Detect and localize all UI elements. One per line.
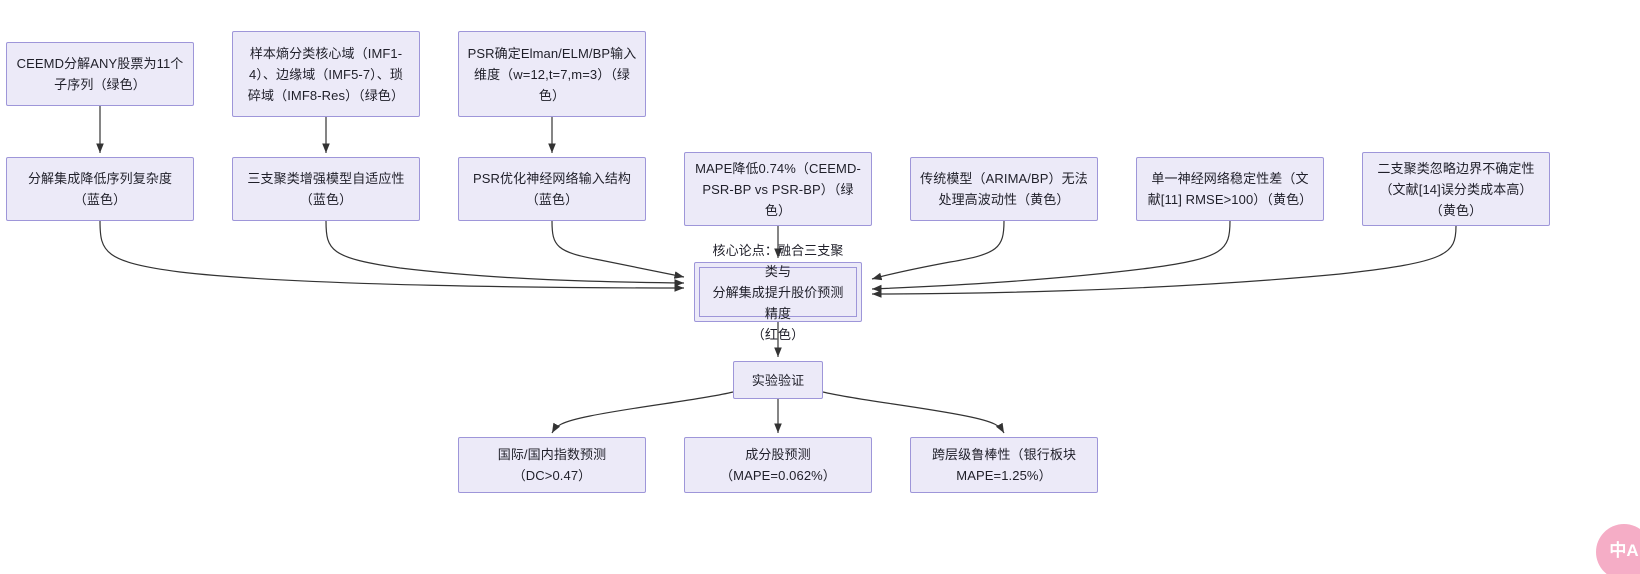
- node-three-way-adaptivity[interactable]: 三支聚类增强模型自适应性 （蓝色）: [232, 157, 420, 221]
- edge-single-nn-to-core: [871, 220, 1231, 293]
- edge-decomp-to-core: [99, 220, 685, 292]
- edge-twoway-to-core: [871, 225, 1457, 298]
- watermark-label: 中A: [1609, 541, 1639, 560]
- edge-traditional-to-core: [871, 220, 1005, 281]
- node-label: PSR确定Elman/ELM/BP输入 维度（w=12,t=7,m=3）（绿 色…: [467, 45, 637, 103]
- node-label: MAPE降低0.74%（CEEMD- PSR-BP vs PSR-BP）（绿 色…: [695, 160, 861, 218]
- node-psr-input-dimension[interactable]: PSR确定Elman/ELM/BP输入 维度（w=12,t=7,m=3）（绿 色…: [458, 31, 646, 117]
- node-traditional-model-limitation[interactable]: 传统模型（ARIMA/BP）无法 处理高波动性（黄色）: [910, 157, 1098, 221]
- edge-verification-to-robust: [822, 391, 1005, 434]
- node-experiment-verification[interactable]: 实验验证: [733, 361, 823, 399]
- node-label: 二支聚类忽略边界不确定性 （文献[14]误分类成本高） （黄色）: [1377, 160, 1535, 218]
- node-label: 跨层级鲁棒性（银行板块 MAPE=1.25%）: [931, 447, 1077, 483]
- core-claim-inner-frame: 核心论点：融合三支聚类与 分解集成提升股价预测精度 （红色）: [699, 243, 857, 342]
- node-psr-network-structure[interactable]: PSR优化神经网络输入结构 （蓝色）: [458, 157, 646, 221]
- node-mape-reduction[interactable]: MAPE降低0.74%（CEEMD- PSR-BP vs PSR-BP）（绿 色…: [684, 152, 872, 226]
- node-label: PSR优化神经网络输入结构 （蓝色）: [472, 171, 632, 207]
- node-sample-entropy[interactable]: 样本熵分类核心域（IMF1- 4）、边缘域（IMF5-7）、琐 碎域（IMF8-…: [232, 31, 420, 117]
- node-label: 国际/国内指数预测 （DC>0.47）: [497, 447, 607, 483]
- node-core-claim[interactable]: 核心论点：融合三支聚类与 分解集成提升股价预测精度 （红色）: [694, 243, 862, 342]
- node-label: 三支聚类增强模型自适应性 （蓝色）: [247, 171, 405, 207]
- node-label: 分解集成降低序列复杂度 （蓝色）: [27, 171, 173, 207]
- node-ceemd-decomposition[interactable]: CEEMD分解ANY股票为11个 子序列（绿色）: [6, 42, 194, 106]
- node-constituent-stock-result[interactable]: 成分股预测 （MAPE=0.062%）: [684, 437, 872, 493]
- node-index-forecast-result[interactable]: 国际/国内指数预测 （DC>0.47）: [458, 437, 646, 493]
- node-label: 实验验证: [751, 372, 805, 388]
- node-label: CEEMD分解ANY股票为11个 子序列（绿色）: [16, 56, 184, 92]
- node-label: 核心论点：融合三支聚类与 分解集成提升股价预测精度 （红色）: [712, 242, 844, 342]
- node-single-network-instability[interactable]: 单一神经网络稳定性差（文 献[11] RMSE>100）（黄色）: [1136, 157, 1324, 221]
- node-cross-level-robustness-result[interactable]: 跨层级鲁棒性（银行板块 MAPE=1.25%）: [910, 437, 1098, 493]
- node-label: 传统模型（ARIMA/BP）无法 处理高波动性（黄色）: [920, 171, 1088, 207]
- edge-threeway-to-core: [325, 220, 685, 287]
- edge-structure-to-core: [551, 220, 685, 279]
- node-label: 样本熵分类核心域（IMF1- 4）、边缘域（IMF5-7）、琐 碎域（IMF8-…: [247, 45, 405, 103]
- node-two-way-boundary-uncertainty[interactable]: 二支聚类忽略边界不确定性 （文献[14]误分类成本高） （黄色）: [1362, 152, 1550, 226]
- node-label: 成分股预测 （MAPE=0.062%）: [720, 447, 836, 483]
- edge-verification-to-index: [551, 391, 734, 434]
- watermark-badge: 中A: [1596, 524, 1640, 574]
- node-decomposition-complexity[interactable]: 分解集成降低序列复杂度 （蓝色）: [6, 157, 194, 221]
- node-label: 单一神经网络稳定性差（文 献[11] RMSE>100）（黄色）: [1147, 171, 1313, 207]
